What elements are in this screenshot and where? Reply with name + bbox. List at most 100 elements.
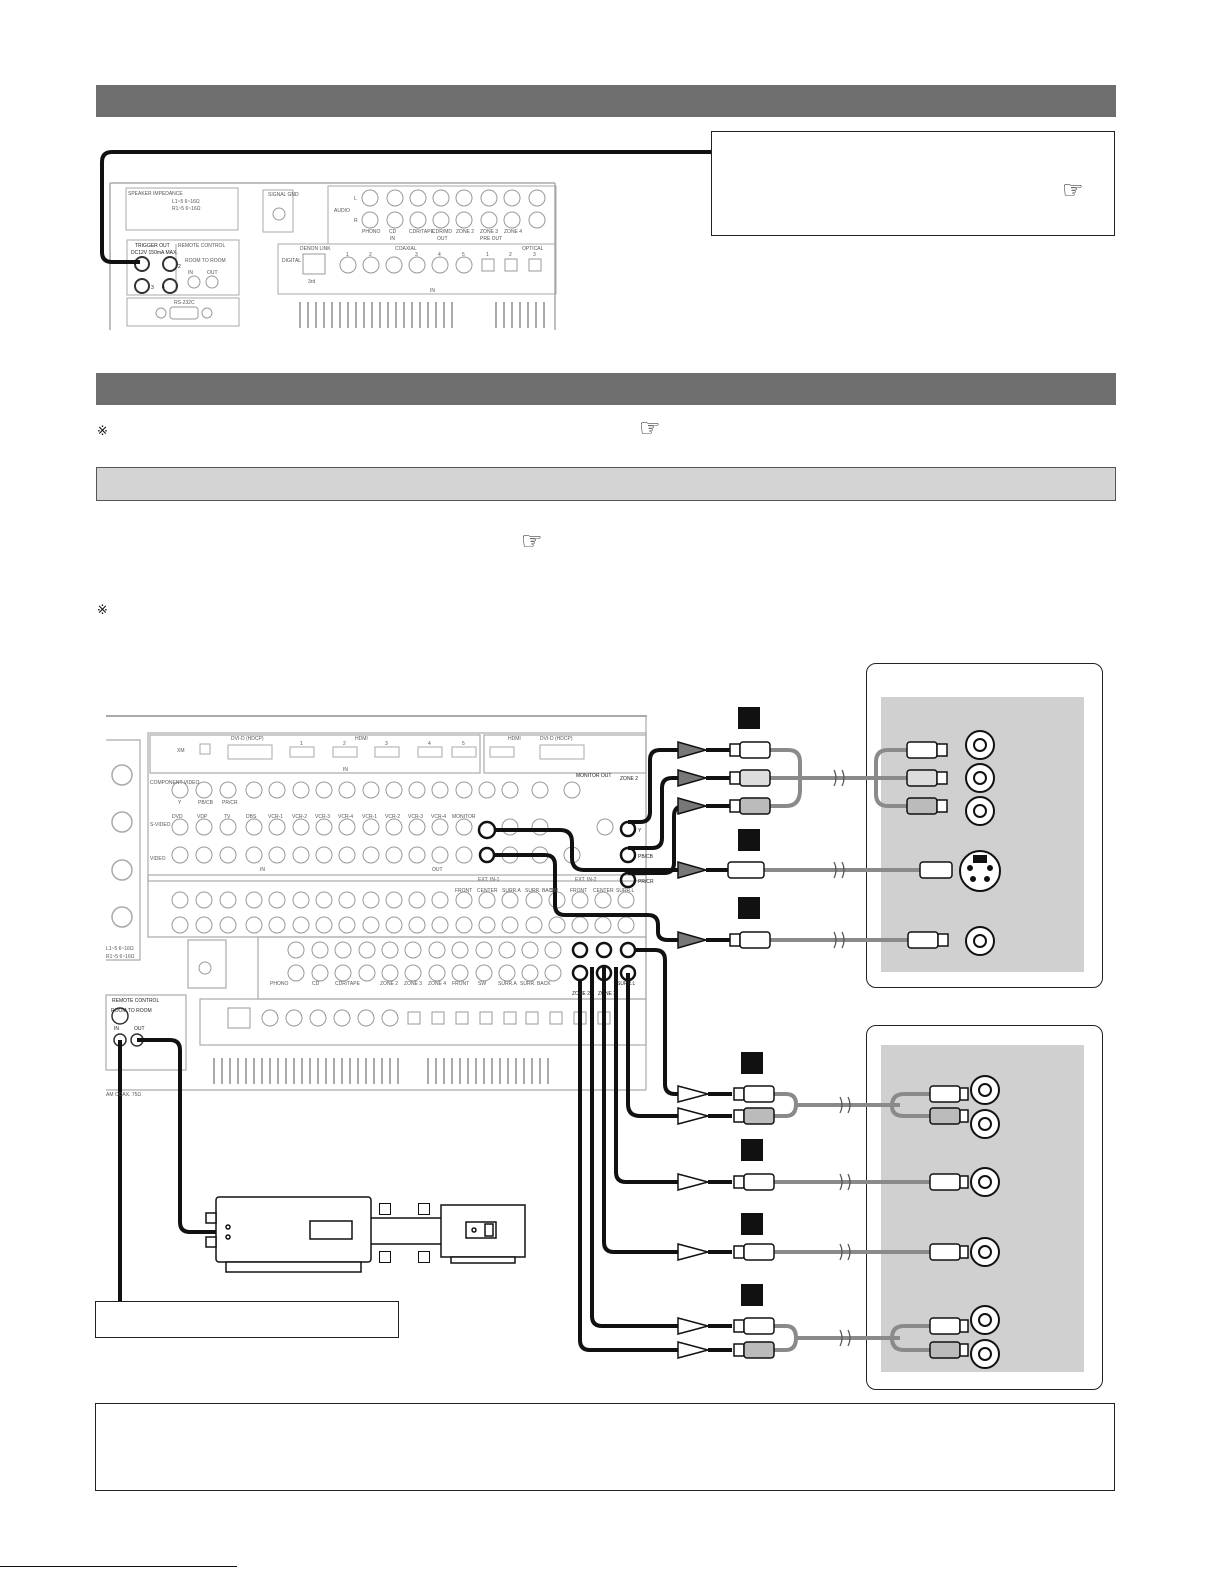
- hdmi-number: 4: [428, 741, 431, 747]
- video-jack-rows: [171, 781, 635, 1027]
- rear-panel-top-diagram: SPEAKER IMPEDANCE L1~5 6~16Ω R1~5 6~16Ω …: [100, 150, 714, 330]
- step-marker: [738, 707, 760, 729]
- speaker-impedance-label: SPEAKER IMPEDANCE: [128, 191, 183, 197]
- hdmi-number: 3: [385, 741, 388, 747]
- audio-input-label: CDR/MD: [432, 229, 452, 235]
- ypbpr-label: PB/CB: [638, 854, 654, 860]
- rca-plug-icon: [729, 741, 775, 1359]
- room-in-label: IN: [188, 270, 193, 276]
- hdmi-label: HDMI: [508, 736, 521, 742]
- step-marker: [741, 1052, 763, 1074]
- audio-input-label: CDR/TAPE: [409, 229, 435, 235]
- ext-in-2-label: EXT. IN-2: [575, 877, 597, 883]
- ypbpr-label: Y: [178, 800, 182, 806]
- signal-arrow: [677, 1085, 711, 1359]
- preout-label: SURR. BACK: [520, 981, 551, 987]
- subsection-header-bar: [96, 467, 1116, 501]
- room-in-label: IN: [114, 1026, 119, 1032]
- vent-slots: [213, 1058, 549, 1084]
- remote-control-label: REMOTE CONTROL: [112, 998, 159, 1004]
- trigger-out-jacks: [134, 256, 178, 294]
- coaxial-label: COAXIAL: [395, 246, 417, 252]
- source-label: VCR-2: [385, 814, 400, 820]
- video-label: VIDEO: [150, 856, 166, 862]
- source-label: VCR-3: [315, 814, 330, 820]
- s-video-label: S-VIDEO: [150, 822, 171, 828]
- step-marker: [741, 1284, 763, 1306]
- s-video-plug-icon: [727, 861, 765, 879]
- ext-in-1-label: EXT. IN-1: [478, 877, 500, 883]
- denon-link-port: [227, 1007, 251, 1029]
- digital-label: DIGITAL: [282, 258, 301, 264]
- terminal-marker: [418, 1203, 430, 1215]
- speaker-impedance-line: R1~5 6~16Ω: [106, 954, 135, 960]
- source-label: MONITOR: [452, 814, 476, 820]
- audio-group-label: IN: [390, 236, 395, 242]
- room-to-room-label: ROOM TO ROOM: [185, 258, 226, 264]
- digital-in-label: IN: [430, 288, 435, 294]
- preout-label: SURR.L: [617, 981, 636, 987]
- optical-ports: [481, 258, 542, 272]
- remote-control-label: REMOTE CONTROL: [178, 243, 225, 249]
- ext-channel-label: SURR.A: [502, 888, 522, 894]
- zone-out-label: ZONE 3: [598, 991, 616, 997]
- trigger-number: 1: [134, 264, 137, 270]
- hdmi-number: 1: [300, 741, 303, 747]
- left-channel-label: L: [354, 196, 357, 202]
- source-label: VCR-4: [338, 814, 353, 820]
- pointing-hand-icon: ☞: [639, 415, 661, 442]
- zone-amplifier-device: [866, 1025, 1103, 1390]
- denon-link-port: [302, 253, 326, 275]
- source-label: VCR-1: [268, 814, 283, 820]
- zone2-video-device: [866, 663, 1103, 988]
- optical-number: 1: [486, 252, 489, 258]
- speaker-impedance-line: L1~5 6~16Ω: [172, 199, 200, 205]
- optical-label: OPTICAL: [522, 246, 544, 252]
- ext-channel-label: CENTER: [593, 888, 614, 894]
- audio-input-label: PHONO: [362, 229, 380, 235]
- speaker-impedance-line: L1~5 6~16Ω: [106, 946, 134, 952]
- optical-ports: [407, 1011, 611, 1025]
- ir-receiver-device: [205, 1196, 372, 1273]
- ypbpr-label: Y: [638, 828, 642, 834]
- coax-number: 2: [369, 252, 372, 258]
- trigger-cable: [371, 1217, 441, 1245]
- component-video-label: COMPONENT VIDEO: [150, 780, 199, 786]
- ypbpr-label: PB/CB: [198, 800, 214, 806]
- preout-label: FRONT: [452, 981, 469, 987]
- optical-number: 2: [509, 252, 512, 258]
- ext-channel-label: SURR. BACK: [525, 888, 556, 894]
- audio-input-label: CD: [389, 229, 397, 235]
- antenna-label: AM COAX. 75Ω: [106, 1092, 141, 1098]
- reference-mark-icon: ※: [97, 423, 108, 438]
- denon-link-label: DENON LINK: [300, 246, 331, 252]
- audio-input-label: ZONE 2: [456, 229, 474, 235]
- zone2-label: ZONE 2: [620, 776, 638, 782]
- denon-link-sub-label: 3rd: [308, 279, 315, 285]
- preout-label: SW: [478, 981, 486, 987]
- preout-label: ZONE 4: [428, 981, 446, 987]
- audio-label: AUDIO: [334, 208, 350, 214]
- caption-box: [95, 1301, 399, 1338]
- audio-group-label: OUT: [437, 236, 448, 242]
- source-label: TV: [224, 814, 231, 820]
- trigger-number: 2: [178, 264, 181, 270]
- pointing-hand-icon: ☞: [1062, 177, 1084, 204]
- s-video-plug-icon: [919, 861, 953, 879]
- preout-label: SURR.A: [498, 981, 518, 987]
- cable-break-mark: [833, 769, 851, 1347]
- step-marker: [741, 1213, 763, 1235]
- note-box: ☞: [711, 131, 1115, 236]
- ext-channel-label: FRONT: [455, 888, 472, 894]
- preout-label: ZONE 2: [380, 981, 398, 987]
- ext-channel-label: SW: [550, 888, 558, 894]
- preout-label: CDR/TAPE: [335, 981, 361, 987]
- step-marker: [741, 1139, 763, 1161]
- signal-arrow: [677, 741, 709, 949]
- in-label: IN: [260, 867, 265, 873]
- reference-mark-icon: ※: [97, 602, 108, 617]
- room-out-label: OUT: [134, 1026, 145, 1032]
- dvi-label: DVI-D (HDCP): [540, 736, 573, 742]
- preout-label: PHONO: [270, 981, 288, 987]
